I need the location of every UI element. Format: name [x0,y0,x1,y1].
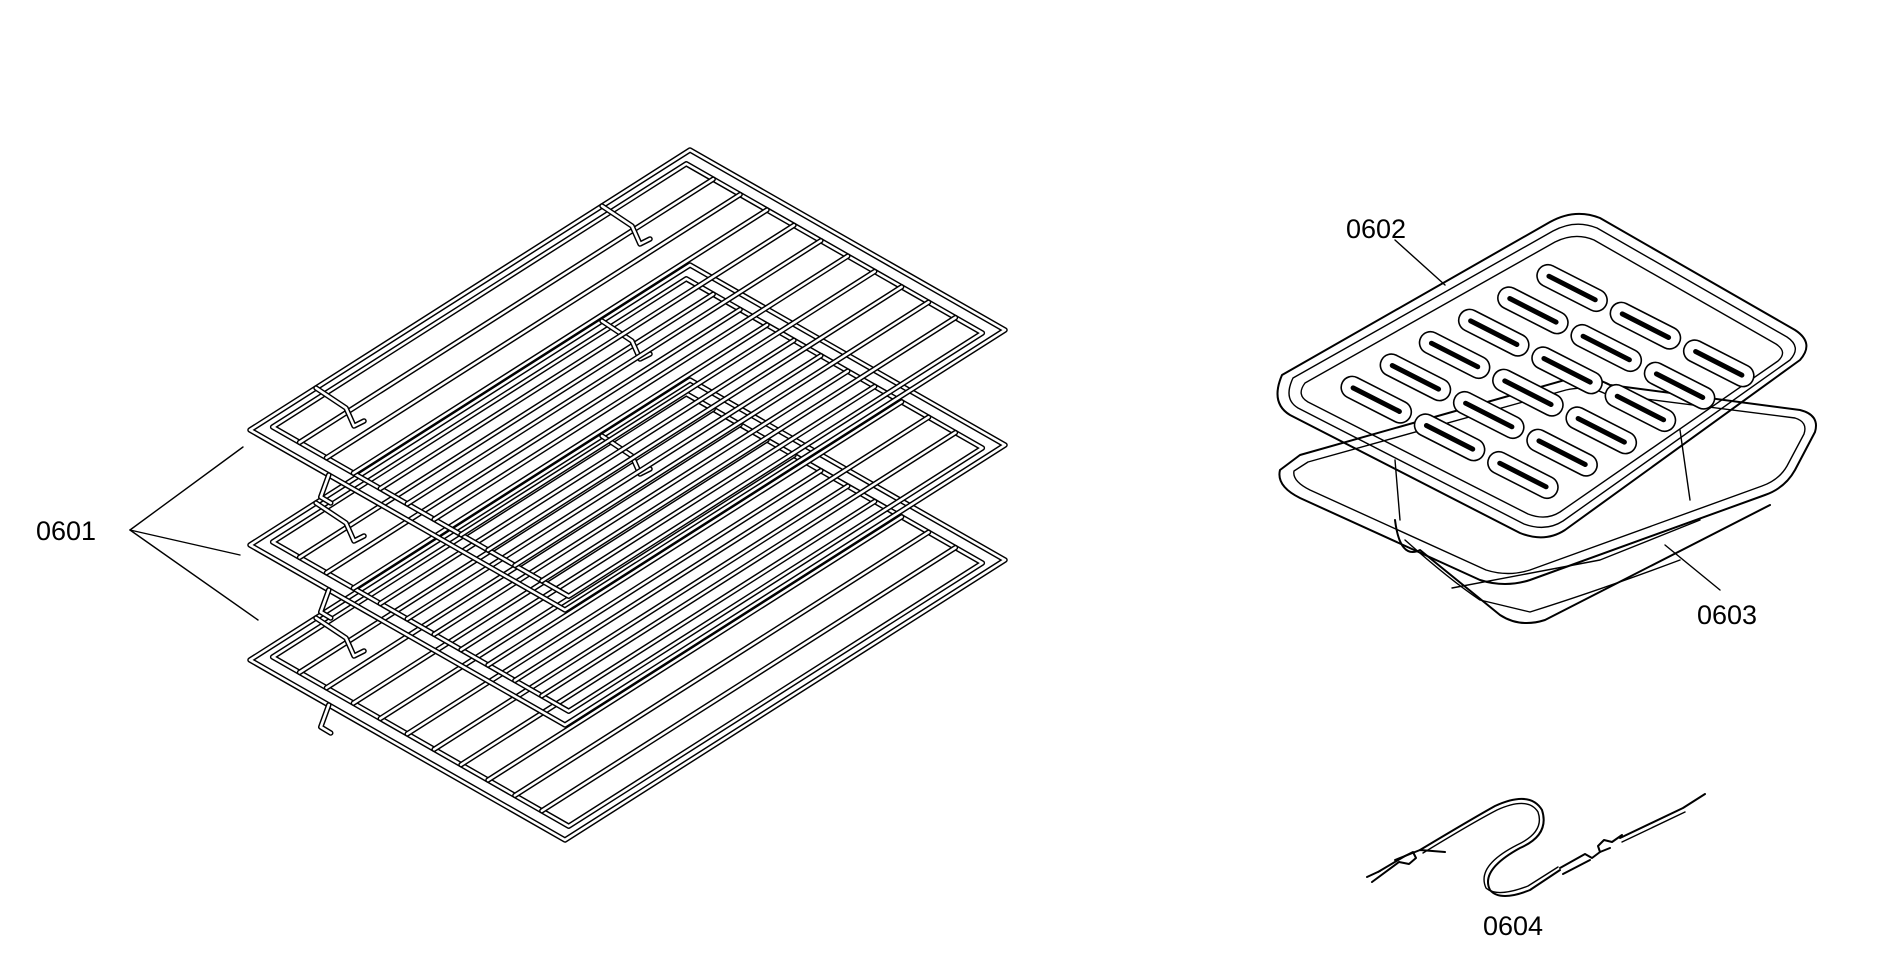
label-0604: 0604 [1483,911,1543,941]
label-0603: 0603 [1697,600,1757,630]
broiler-grid-slot [1643,361,1716,410]
label-0601: 0601 [36,516,96,546]
broiler-grid-slot [1682,339,1755,388]
broiler-grid-slot [1413,413,1486,462]
broiler-grid-slot [1418,330,1491,380]
broiler-grid-slot [1565,406,1638,455]
broiler-grid-slot [1536,263,1608,313]
oven-racks-leaders [129,446,259,621]
broiler-pan-leader [1664,544,1721,591]
broiler-grid-slot [1609,301,1682,350]
broiler-grid-slot [1604,383,1677,433]
broiler-grid-slot [1570,323,1643,373]
oven-racks [247,147,1008,843]
meat-probe [1366,793,1706,897]
broiler-grid-slot [1531,346,1603,395]
broiler-grid-slots [1340,263,1755,500]
broiler-grid-slot [1457,308,1530,357]
broiler-grid-slot [1340,375,1413,424]
broiler-grid-slot [1379,353,1452,402]
broiler-grid-slot [1497,286,1569,335]
oven-rack-3 [247,147,1008,613]
label-0602: 0602 [1346,214,1406,244]
oven-rack-1 [247,377,1008,843]
oven-rack-2 [247,262,1008,728]
broiler-pan [1278,376,1817,625]
broiler-grid-slot [1452,390,1525,440]
broiler-grid-leader [1394,239,1446,286]
broiler-grid [1276,212,1808,539]
broiler-grid-slot [1492,368,1564,417]
broiler-grid-slot [1487,450,1559,500]
broiler-grid-slot [1526,428,1598,477]
